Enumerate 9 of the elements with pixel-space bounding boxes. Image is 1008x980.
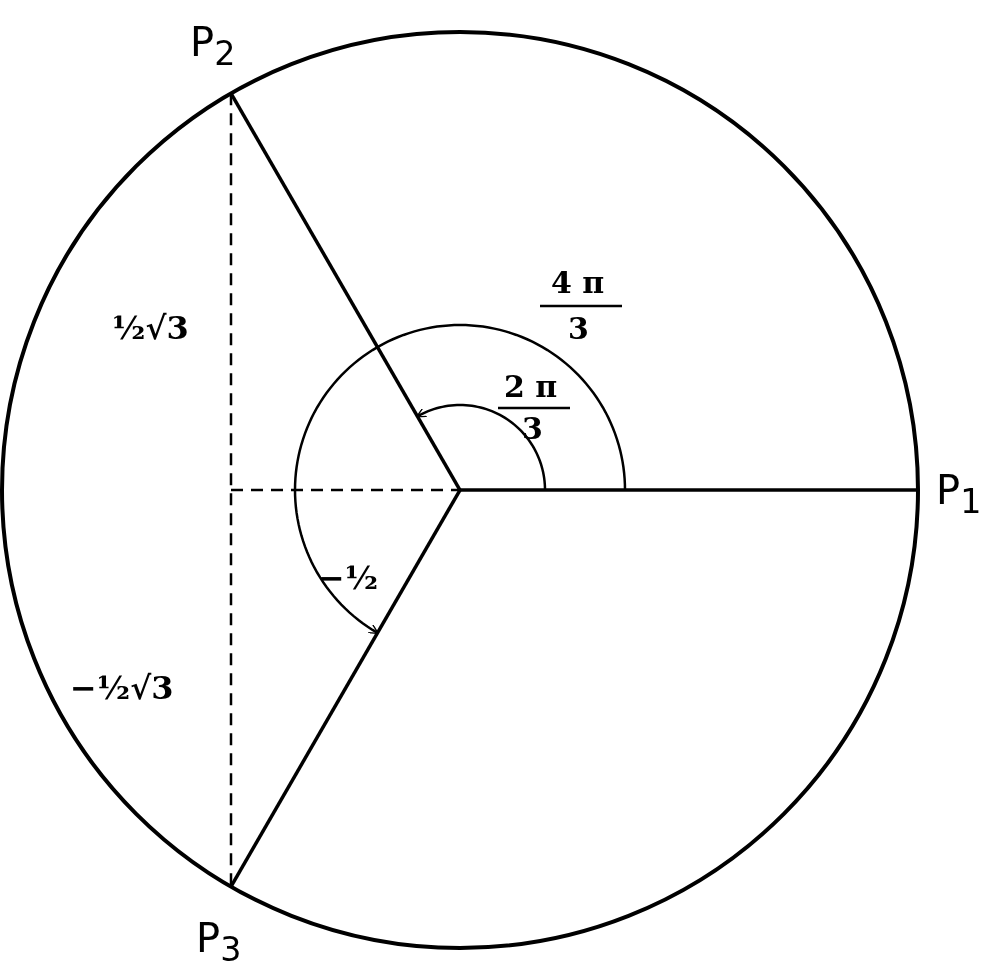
length-label: −½ <box>318 562 379 594</box>
length-label: ½√3 <box>112 312 189 344</box>
point-label: P$_{2}$ <box>190 22 236 71</box>
point-label: P$_{1}$ <box>936 470 982 519</box>
angle-numerator: 4 π <box>551 268 605 298</box>
length-label: −½√3 <box>70 672 174 704</box>
angle-denominator: 3 <box>568 314 589 344</box>
point-label: P$_{3}$ <box>196 918 242 967</box>
angle-numerator: 2 π <box>504 372 558 402</box>
